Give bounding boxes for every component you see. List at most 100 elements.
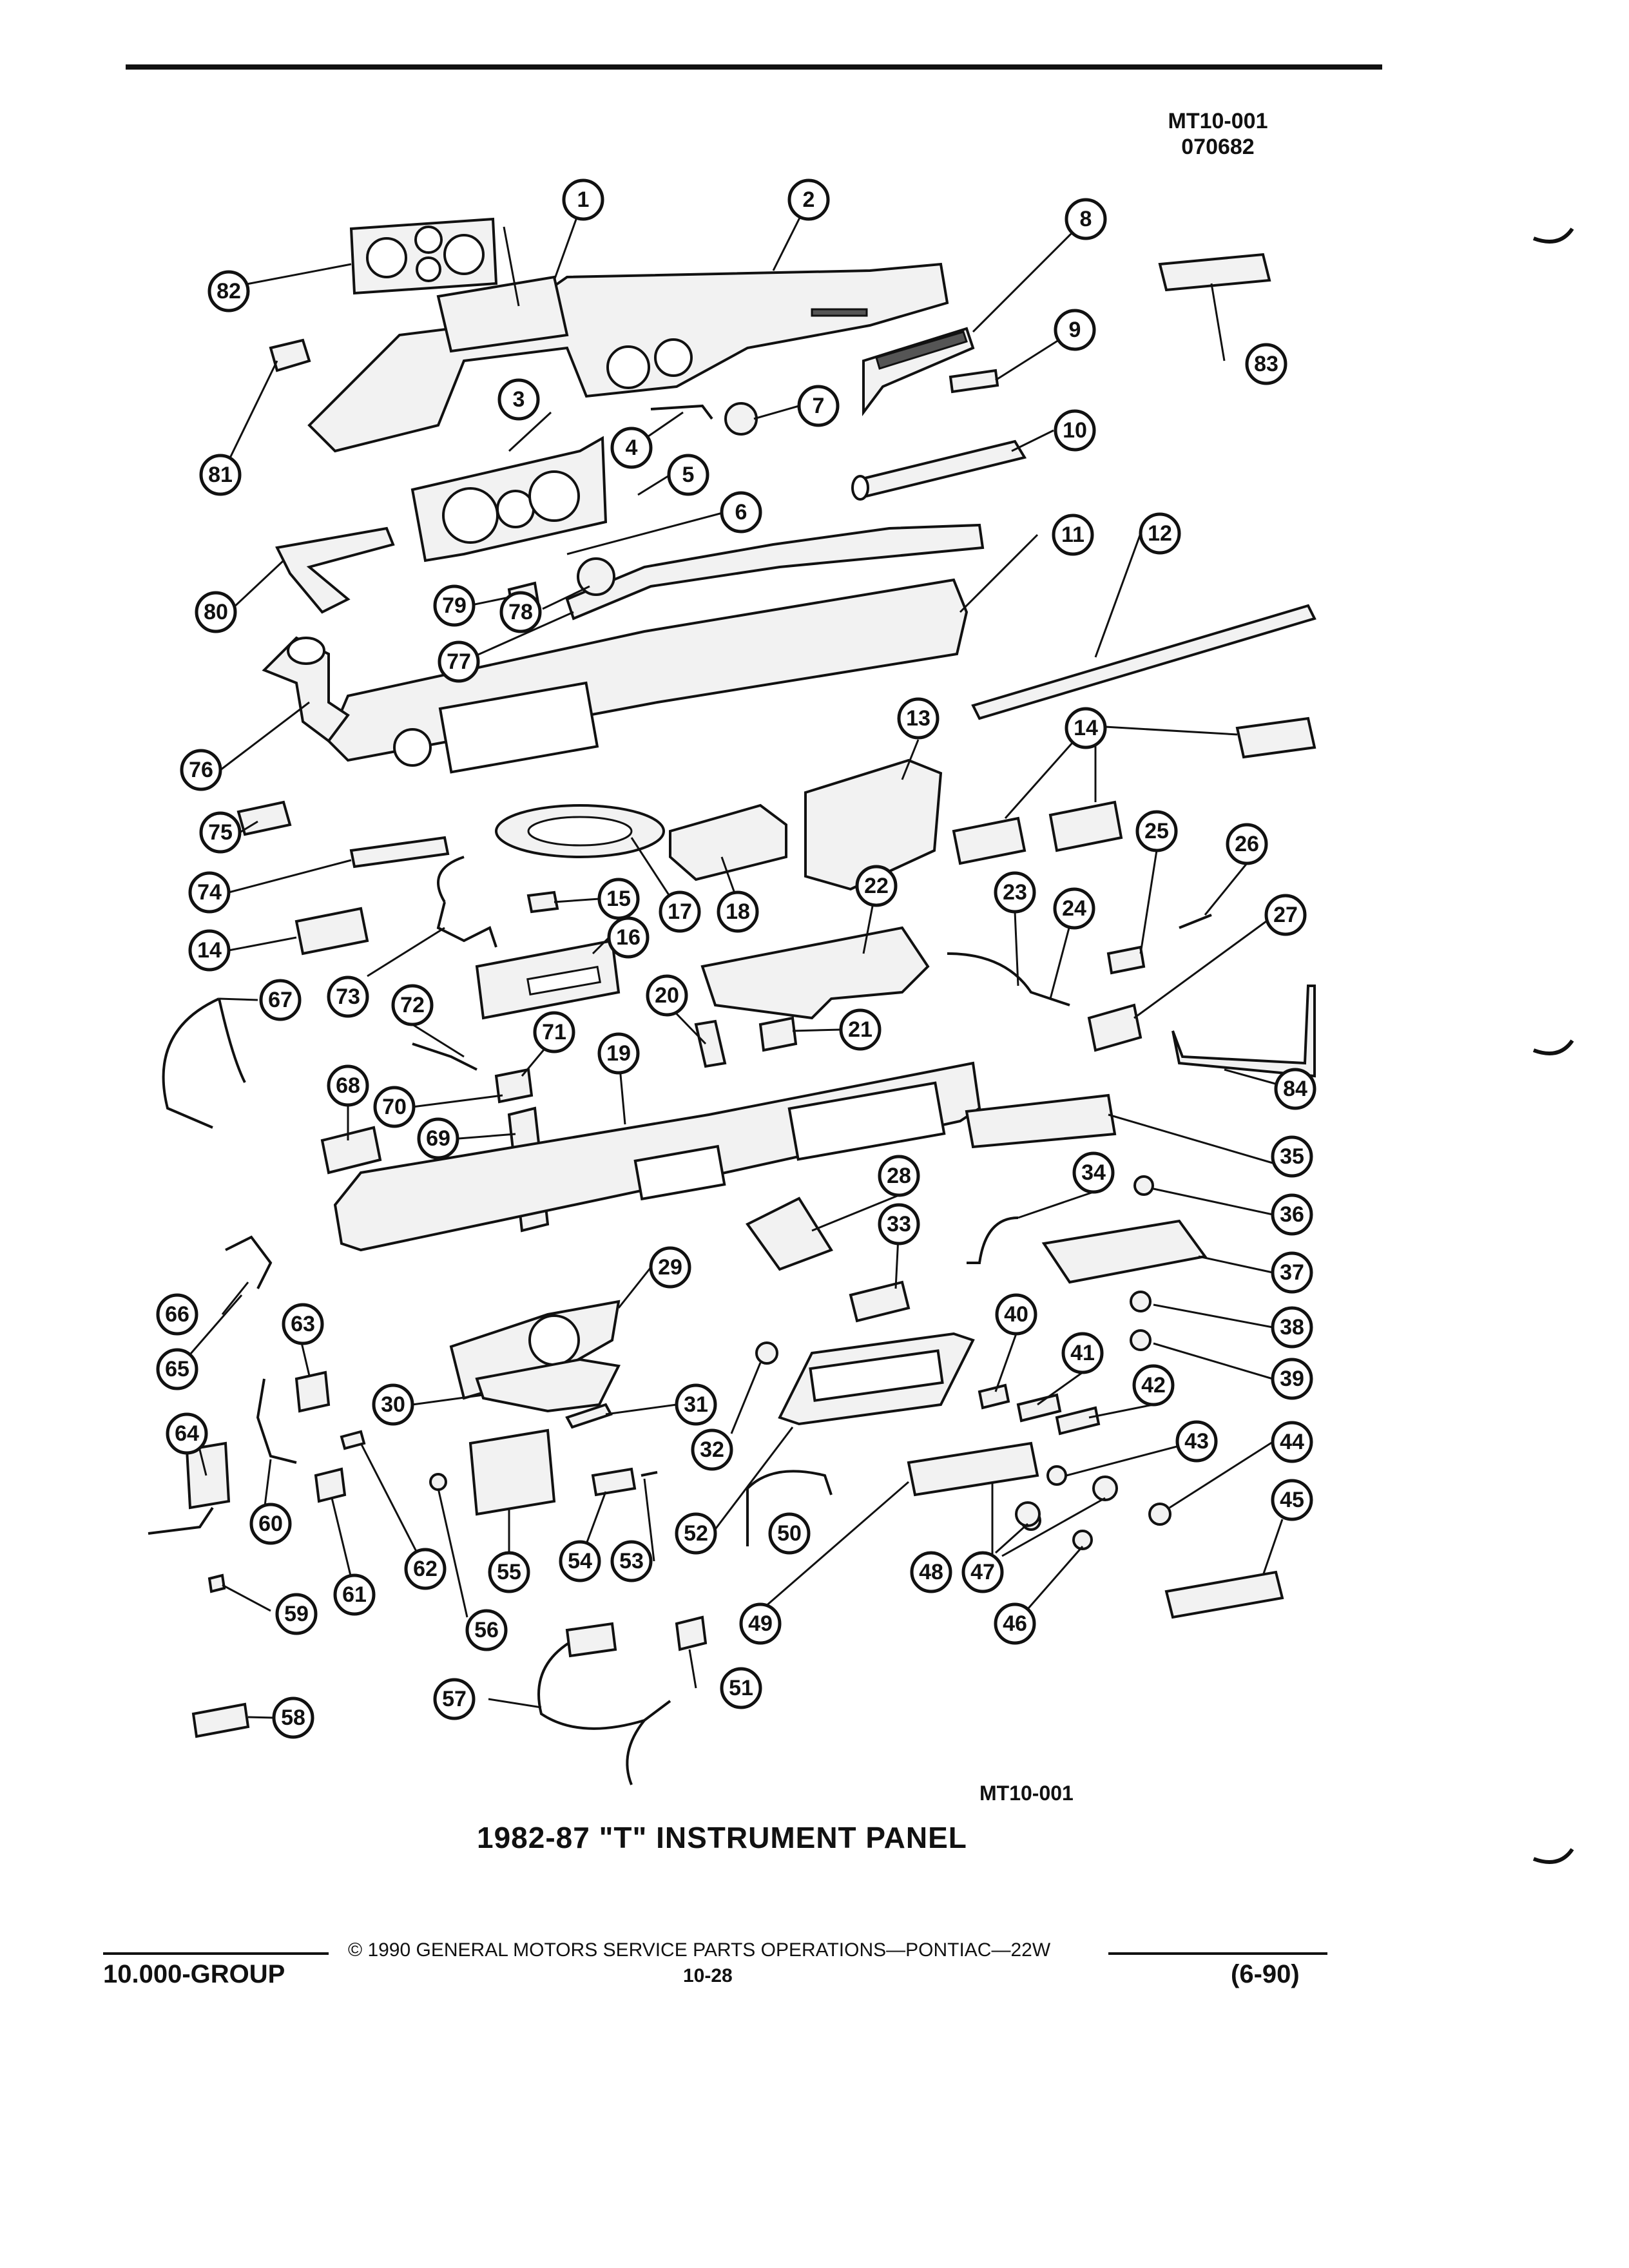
svg-text:25: 25 [1144, 819, 1169, 843]
callout-49: 49 [739, 1602, 782, 1645]
svg-text:81: 81 [208, 463, 233, 487]
callout-47: 47 [961, 1551, 1004, 1593]
svg-text:72: 72 [400, 993, 425, 1017]
callout-55: 55 [488, 1551, 530, 1593]
svg-text:68: 68 [336, 1073, 360, 1098]
callout-8: 8 [1065, 198, 1107, 240]
callout-57: 57 [433, 1678, 476, 1720]
callout-84: 84 [1274, 1068, 1316, 1110]
part-8-duct [862, 327, 975, 416]
part-58-bracket [191, 1702, 250, 1738]
svg-text:65: 65 [165, 1357, 189, 1381]
callout-21: 21 [839, 1008, 882, 1051]
scan-mark [1532, 227, 1574, 244]
part-73-harness [436, 856, 497, 948]
part-60-harness [256, 1378, 297, 1464]
footer-copyright: © 1990 GENERAL MOTORS SERVICE PARTS OPER… [348, 1939, 1051, 1961]
callout-1: 1 [562, 178, 604, 221]
part-57-harness [537, 1622, 671, 1785]
part-28-bracket [746, 1196, 833, 1271]
part-12-molding [971, 604, 1316, 720]
svg-text:19: 19 [606, 1041, 631, 1066]
svg-text:71: 71 [542, 1020, 566, 1044]
callout-19: 19 [597, 1032, 640, 1075]
svg-text:79: 79 [442, 593, 467, 618]
svg-text:9: 9 [1069, 318, 1081, 342]
footer-rule-left [103, 1952, 329, 1955]
callout-45: 45 [1271, 1479, 1313, 1521]
callout-60: 60 [249, 1503, 292, 1545]
svg-text:59: 59 [284, 1602, 309, 1626]
svg-text:67: 67 [268, 988, 293, 1012]
callout-71: 71 [533, 1011, 575, 1053]
svg-text:56: 56 [474, 1618, 499, 1642]
part-55-bezel [468, 1428, 556, 1516]
callout-56: 56 [465, 1609, 508, 1651]
svg-text:61: 61 [342, 1582, 367, 1607]
part-16-radio [475, 939, 621, 1020]
part-10-tube [851, 439, 1027, 501]
callout-39: 39 [1271, 1358, 1313, 1400]
leader-lines [176, 199, 1284, 1719]
part-71-switch [494, 1068, 534, 1104]
part-37-plate [1041, 1219, 1208, 1284]
svg-text:52: 52 [684, 1521, 708, 1546]
top-rule [126, 64, 1382, 70]
figure-caption: 1982-87 "T" INSTRUMENT PANEL [477, 1821, 967, 1854]
part-13-heater-module [804, 758, 943, 891]
part-27-bracket [1087, 1003, 1142, 1052]
callout-48: 48 [910, 1551, 952, 1593]
callout-83: 83 [1245, 343, 1287, 385]
svg-text:44: 44 [1280, 1430, 1304, 1454]
svg-text:78: 78 [508, 600, 533, 624]
svg-text:48: 48 [919, 1560, 943, 1584]
part-29-trim [449, 1300, 621, 1400]
svg-text:62: 62 [413, 1557, 438, 1581]
svg-text:26: 26 [1235, 832, 1259, 856]
svg-text:13: 13 [906, 706, 930, 731]
part-54-switch [591, 1467, 637, 1497]
callout-50: 50 [768, 1512, 811, 1555]
svg-text:30: 30 [381, 1392, 405, 1417]
callout-44: 44 [1271, 1421, 1313, 1463]
callout-76: 76 [180, 749, 222, 791]
callout-13: 13 [897, 697, 940, 740]
svg-text:18: 18 [726, 899, 750, 924]
footer-rule-right [1108, 1952, 1327, 1955]
part-72-harness [412, 1043, 477, 1071]
callout-32: 32 [691, 1428, 733, 1471]
callout-15: 15 [597, 878, 640, 920]
callout-16: 16 [607, 916, 650, 959]
part-3-cluster-housing [410, 436, 608, 562]
part-59-clip [207, 1573, 226, 1593]
part-53-bulb [641, 1471, 658, 1477]
figure-number-header: 070682 [1181, 135, 1255, 159]
svg-text:35: 35 [1280, 1144, 1304, 1169]
part-2-dash-pad [307, 262, 949, 453]
part-25-clip [1106, 945, 1146, 975]
svg-text:69: 69 [426, 1126, 450, 1151]
callout-61: 61 [333, 1573, 376, 1616]
part-66-harness [225, 1235, 273, 1289]
part-26-bulb [1179, 914, 1212, 929]
callout-14b: 14 [188, 929, 231, 972]
svg-text:40: 40 [1004, 1302, 1028, 1327]
svg-text:84: 84 [1283, 1077, 1307, 1101]
callout-59: 59 [275, 1593, 318, 1635]
svg-text:14: 14 [197, 938, 222, 963]
callout-38: 38 [1271, 1306, 1313, 1349]
part-56-screw [429, 1473, 447, 1491]
svg-text:51: 51 [729, 1676, 753, 1700]
callout-68: 68 [327, 1064, 369, 1107]
callout-37: 37 [1271, 1251, 1313, 1294]
svg-text:5: 5 [682, 463, 695, 487]
part-61-62-relay [314, 1430, 366, 1503]
footer-date: (6-90) [1231, 1960, 1300, 1988]
svg-text:41: 41 [1070, 1341, 1095, 1365]
part-7-switch [724, 402, 758, 436]
svg-text:4: 4 [626, 436, 638, 460]
callout-82: 82 [207, 270, 250, 312]
callout-18: 18 [717, 890, 759, 933]
part-4-wire [650, 404, 713, 420]
